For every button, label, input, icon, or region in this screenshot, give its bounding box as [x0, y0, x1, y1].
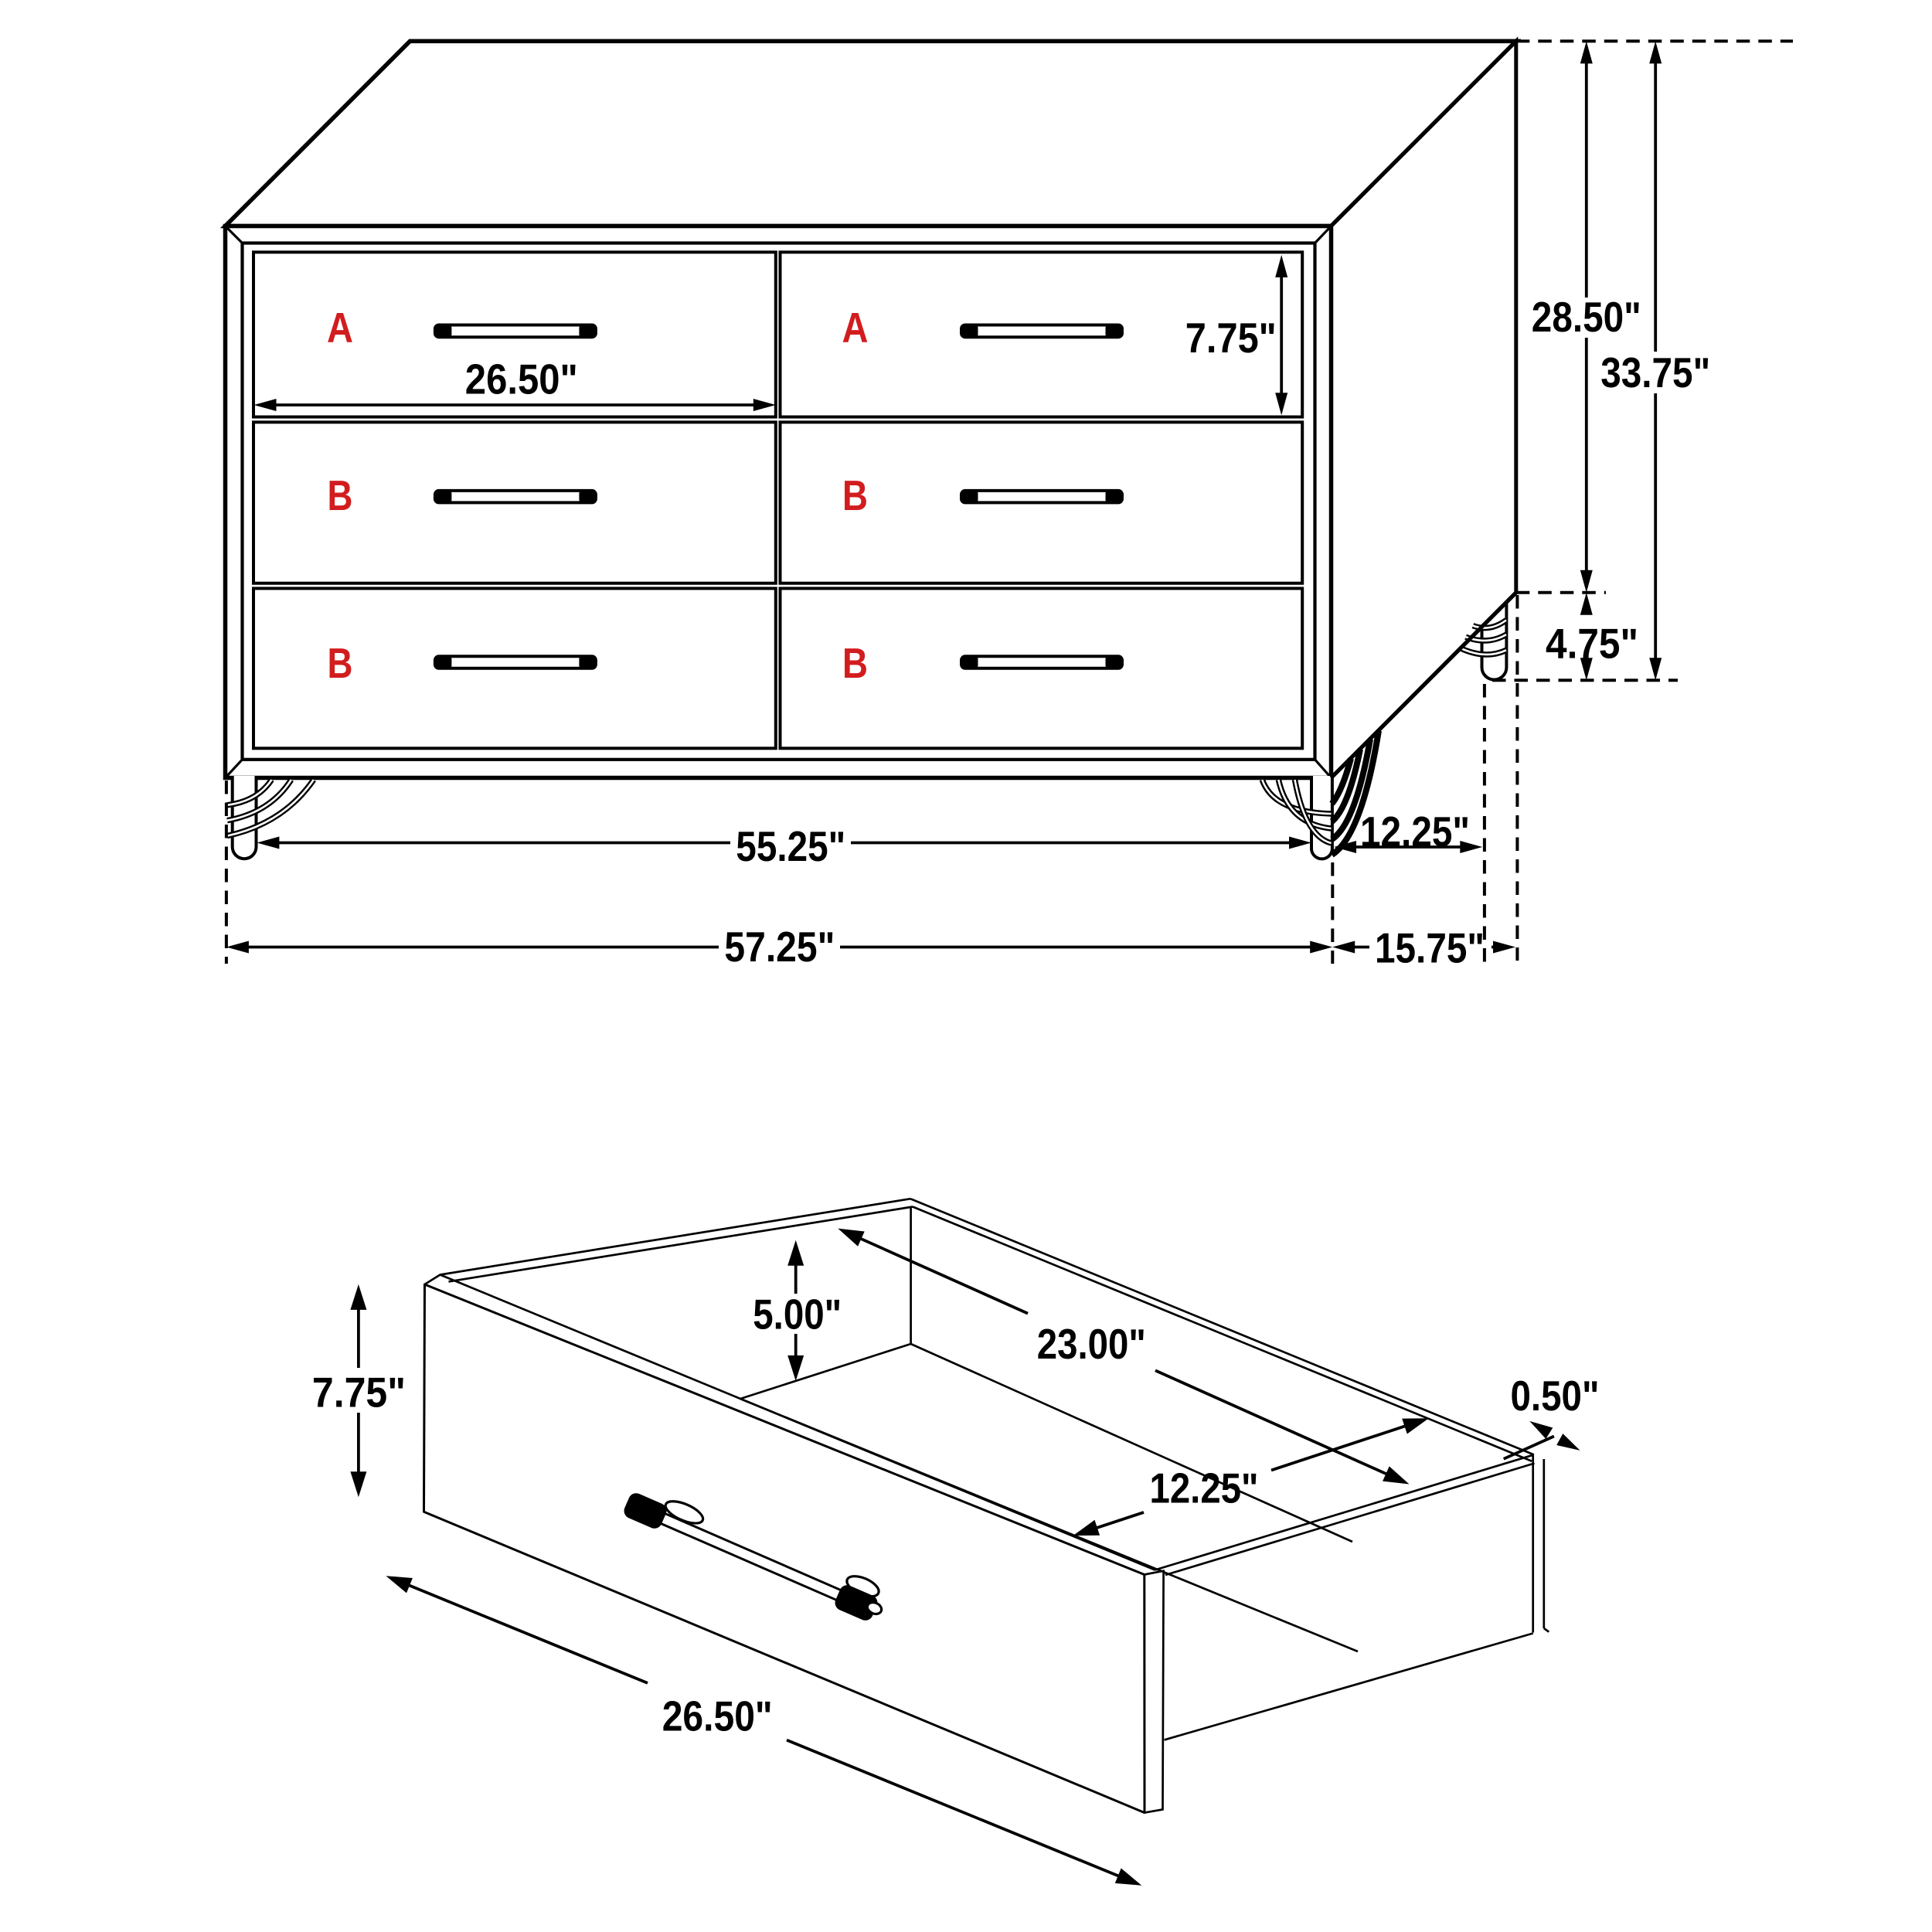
- svg-text:12.25": 12.25": [1150, 1464, 1259, 1512]
- svg-text:33.75": 33.75": [1600, 349, 1710, 396]
- svg-text:28.50": 28.50": [1532, 293, 1641, 341]
- svg-text:B: B: [328, 471, 353, 519]
- svg-text:23.00": 23.00": [1037, 1320, 1146, 1368]
- svg-text:A: A: [327, 304, 353, 352]
- svg-text:A: A: [842, 304, 869, 352]
- svg-text:5.00": 5.00": [753, 1290, 842, 1338]
- svg-text:B: B: [842, 639, 868, 687]
- svg-text:0.50": 0.50": [1511, 1372, 1600, 1420]
- svg-text:7.75": 7.75": [1185, 314, 1277, 362]
- svg-text:26.50": 26.50": [465, 355, 578, 403]
- svg-text:B: B: [328, 639, 353, 687]
- svg-text:4.75": 4.75": [1546, 619, 1638, 667]
- svg-text:26.50": 26.50": [662, 1692, 773, 1740]
- svg-text:15.75": 15.75": [1375, 924, 1485, 972]
- svg-text:12.25": 12.25": [1360, 808, 1470, 855]
- svg-text:7.75": 7.75": [312, 1369, 406, 1417]
- svg-text:B: B: [842, 471, 868, 519]
- svg-text:57.25": 57.25": [724, 923, 835, 971]
- svg-text:55.25": 55.25": [736, 822, 845, 870]
